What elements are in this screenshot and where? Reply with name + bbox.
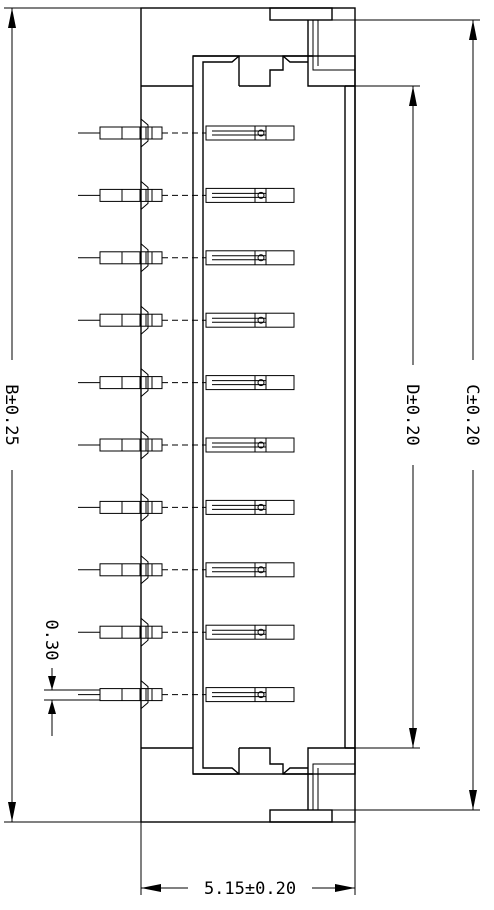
pin-offset-label: 0.30	[41, 620, 61, 661]
pin-span-label: D±0.20	[402, 384, 422, 445]
width-label: 5.15±0.20	[204, 879, 296, 899]
pin-tail	[99, 625, 163, 639]
pin-contact-dimple	[257, 628, 265, 636]
pin-contact-dimple	[257, 316, 265, 324]
body-length-label: C±0.20	[462, 384, 482, 445]
pin-contact	[205, 250, 295, 266]
bottom-latch-right-inner	[312, 763, 355, 810]
pin-contact-dimple	[257, 691, 265, 699]
top-latch-center	[239, 55, 313, 87]
dim-b-arrow-top	[8, 8, 16, 28]
total-length-label: B±0.25	[1, 384, 21, 445]
pin-contact	[205, 624, 295, 640]
pin-contact	[205, 437, 295, 453]
pin-tail	[99, 500, 163, 514]
pin-tail	[99, 376, 163, 390]
wall-notch	[140, 555, 149, 585]
pin-contact	[205, 125, 295, 141]
wall-notch	[140, 430, 149, 460]
bottom-latch-tab	[269, 809, 333, 823]
top-latch-left-inner	[202, 55, 240, 86]
pin-contact	[205, 187, 295, 203]
pin-tail	[99, 313, 163, 327]
pin-array	[78, 118, 295, 709]
pin-contact-dimple	[257, 254, 265, 262]
pin-tail	[99, 563, 163, 577]
bottom-latch-left-notch	[193, 748, 240, 775]
pin-contact	[205, 499, 295, 515]
top-latch-tab	[269, 7, 333, 21]
pin-contact-dimple	[257, 191, 265, 199]
pin-tail	[99, 188, 163, 202]
top-latch-center-inner	[282, 55, 308, 63]
housing-outline	[140, 7, 356, 823]
housing-cavity	[192, 55, 356, 775]
wall-notch	[140, 680, 149, 709]
dim-c-arrow-top	[469, 20, 477, 40]
wall-notch	[140, 368, 149, 397]
wall-notch	[140, 181, 149, 210]
bottom-latch	[193, 747, 355, 823]
wall-notch	[140, 243, 149, 273]
dim-off-arrow-bottom	[48, 700, 56, 714]
pin-contact-dimple	[257, 503, 265, 511]
dim-w-arrow-right	[335, 884, 355, 892]
dim-body-length: C±0.20	[332, 19, 482, 811]
wall-notch	[140, 305, 149, 335]
top-latch-left-notch	[193, 55, 240, 86]
pin-tail	[99, 126, 163, 140]
pin-contact-dimple	[257, 129, 265, 137]
housing-outer-edge	[140, 7, 356, 823]
pin-tail	[99, 438, 163, 452]
bottom-latch-center	[239, 747, 313, 775]
bottom-latch-left-inner	[202, 748, 240, 775]
wall-notch	[140, 118, 149, 148]
pin-contact	[205, 375, 295, 391]
dim-off-arrow-top	[48, 676, 56, 690]
bottom-latch-right-wall	[307, 747, 355, 810]
wall-notch	[140, 493, 149, 522]
pin-tail	[99, 688, 163, 702]
pin-contact-dimple	[257, 379, 265, 387]
top-latch-right-inner	[312, 20, 355, 71]
wall-notch	[140, 617, 149, 647]
top-latch-right-wall	[307, 20, 355, 87]
pin-tail	[99, 251, 163, 265]
dim-b-arrow-bottom	[8, 802, 16, 822]
pin-contact	[205, 687, 295, 703]
dim-d-arrow-bottom	[409, 728, 417, 748]
bottom-latch-center-inner	[282, 767, 308, 775]
dim-total-length: B±0.25	[1, 7, 141, 823]
pin-contact-dimple	[257, 441, 265, 449]
dim-pin-span: D±0.20	[355, 85, 422, 749]
dim-d-arrow-top	[409, 86, 417, 106]
pin-contact	[205, 312, 295, 328]
top-latch	[193, 7, 355, 87]
dim-pin-offset: 0.30	[41, 620, 100, 736]
dim-c-arrow-bottom	[469, 790, 477, 810]
pin-contact	[205, 562, 295, 578]
dim-width: 5.15±0.20	[140, 822, 356, 899]
dim-w-arrow-left	[141, 884, 161, 892]
pin-contact-dimple	[257, 566, 265, 574]
